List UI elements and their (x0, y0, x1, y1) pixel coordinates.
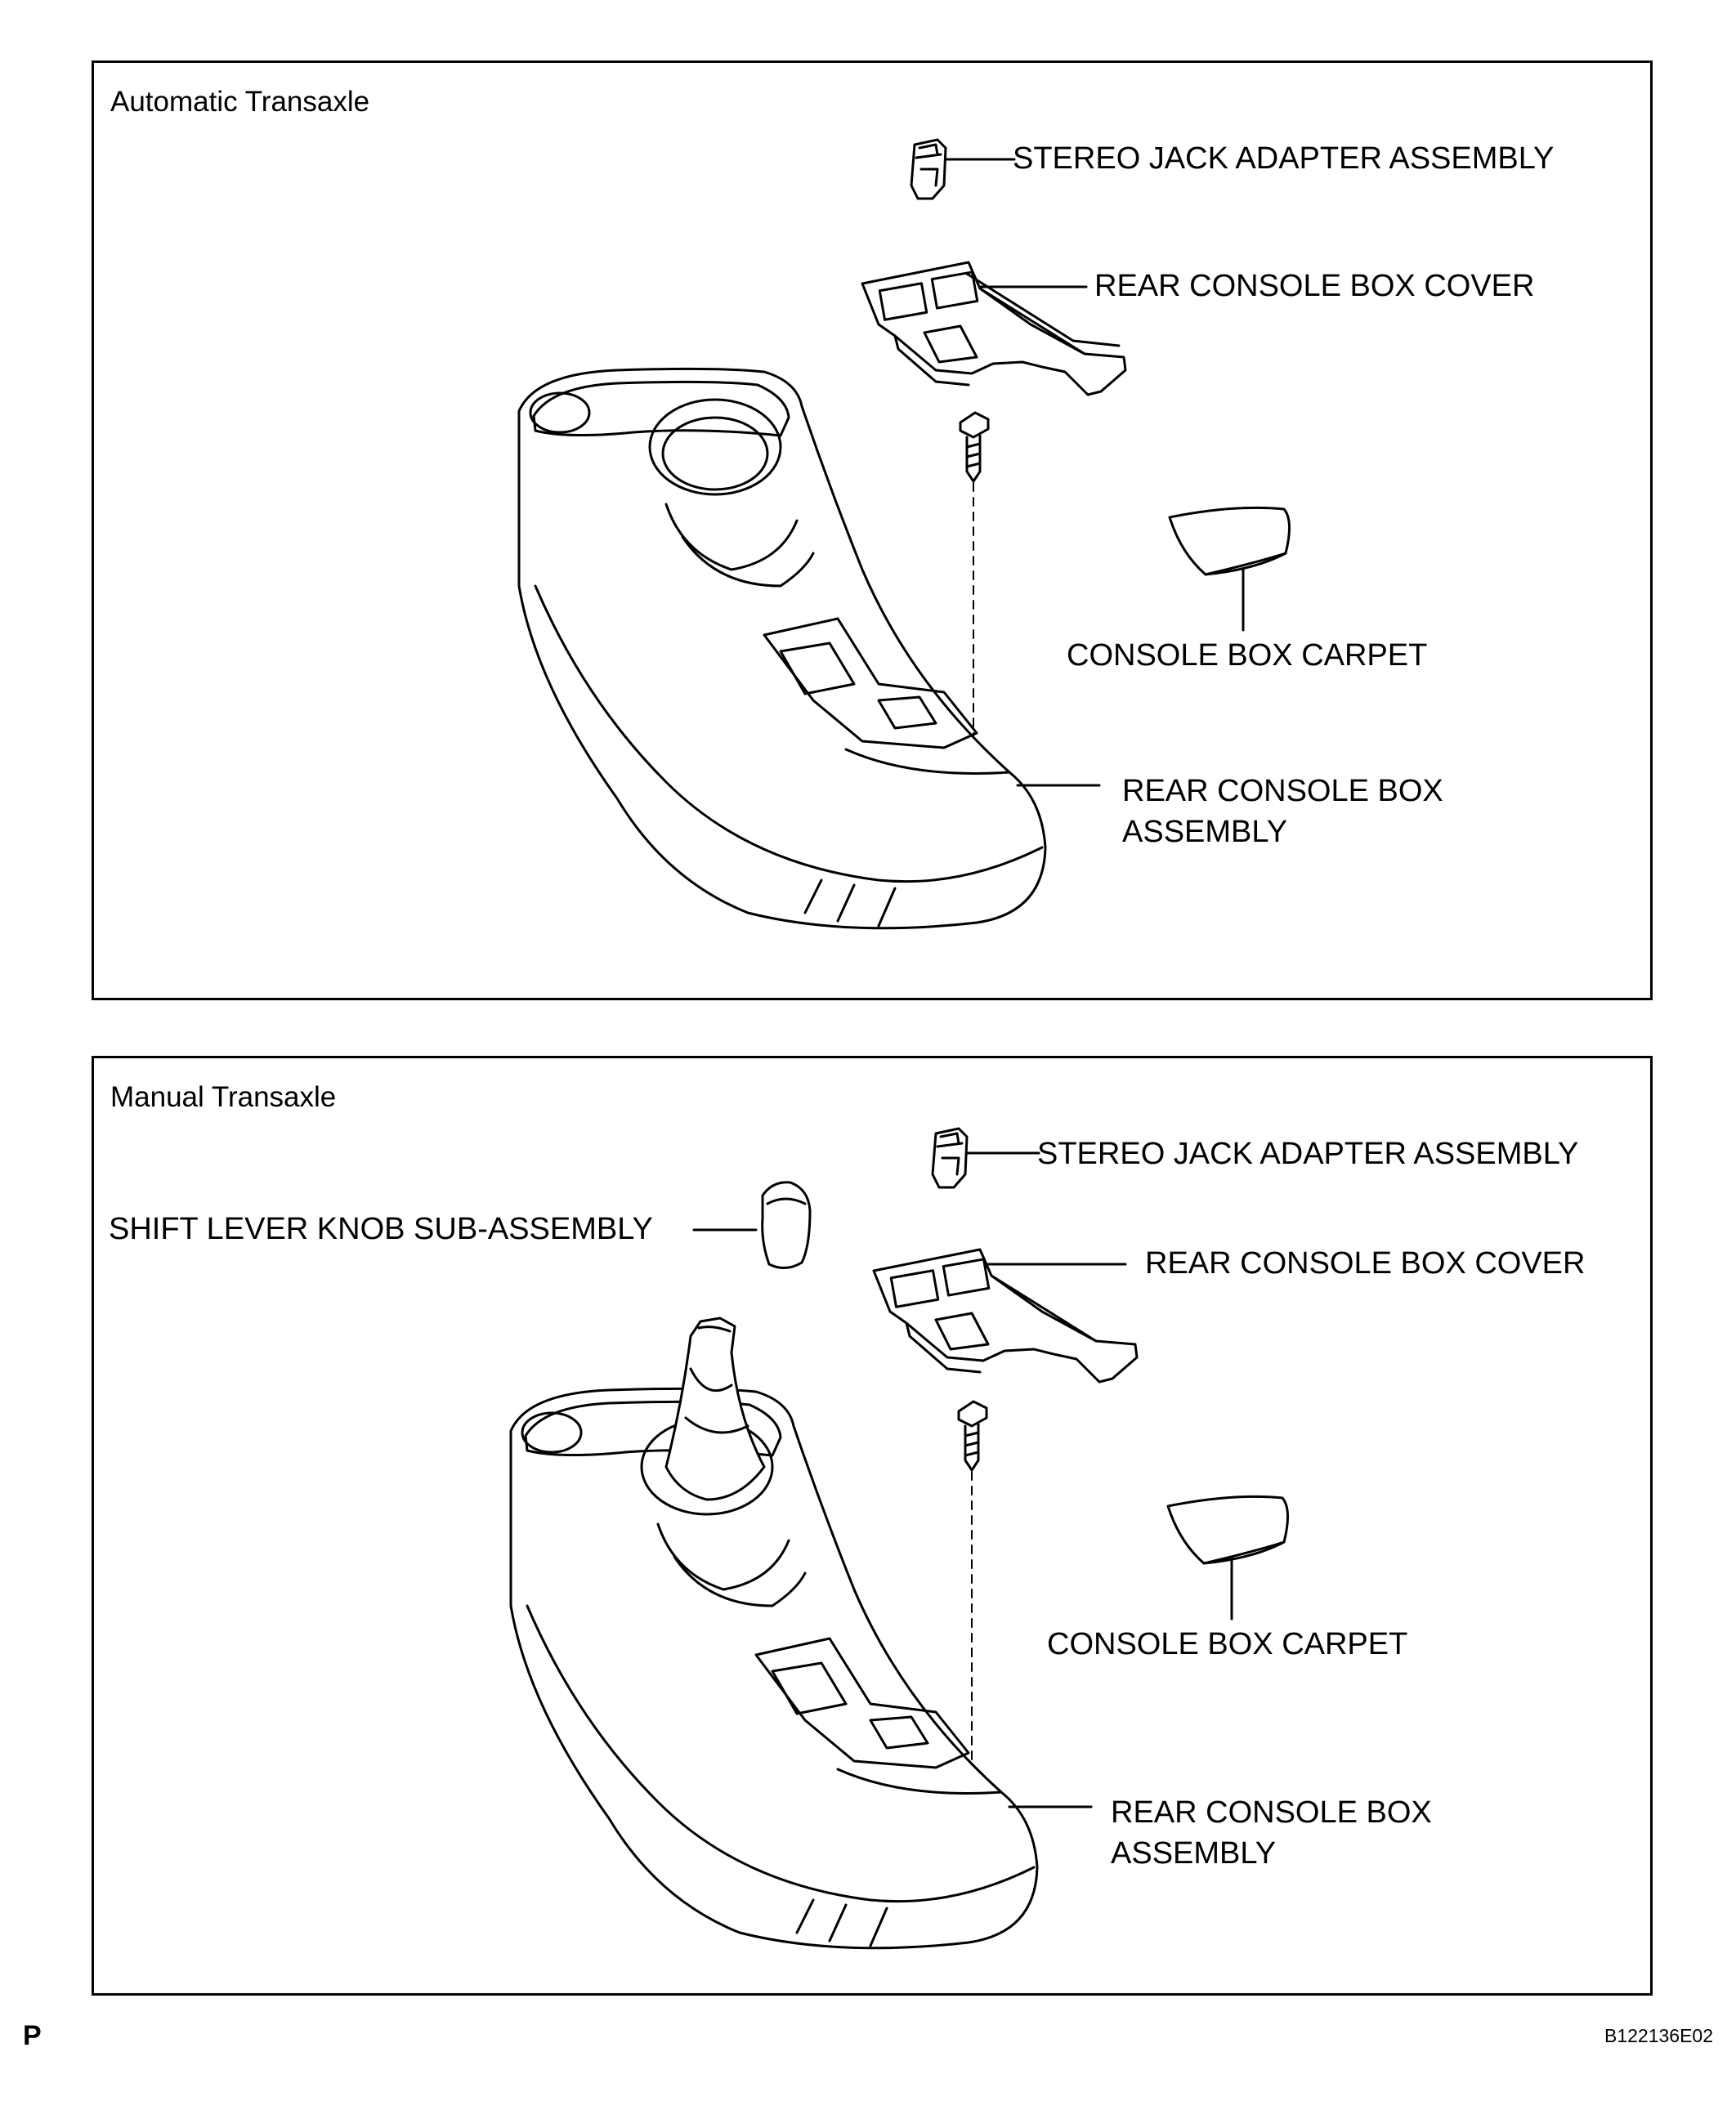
cover-part (861, 261, 1127, 396)
cover-part (872, 1248, 1139, 1384)
stereo-jack-part (931, 1127, 1040, 1189)
diagram-panel-manual: Manual Transaxle STEREO JACK ADAPTER ASS… (92, 1056, 1653, 1996)
console-box-part (517, 367, 1101, 930)
label-stereo-jack-automatic: STEREO JACK ADAPTER ASSEMBLY (1013, 141, 1555, 176)
label-carpet-manual: CONSOLE BOX CARPET (1047, 1627, 1408, 1661)
stereo-jack-part (910, 138, 1016, 200)
screw-part (957, 1400, 988, 1795)
footer-figure-code: B122136E02 (1604, 2025, 1713, 2046)
label-console-box-line2-automatic: ASSEMBLY (1122, 815, 1288, 849)
shift-knob-part (692, 1181, 812, 1269)
panel-title-manual: Manual Transaxle (110, 1081, 337, 1113)
label-shift-knob-manual: SHIFT LEVER KNOB SUB-ASSEMBLY (109, 1212, 653, 1246)
screw-part (959, 411, 990, 799)
label-cover-manual: REAR CONSOLE BOX COVER (1145, 1246, 1586, 1281)
carpet-part (1166, 1495, 1289, 1621)
label-cover-automatic: REAR CONSOLE BOX COVER (1094, 269, 1535, 303)
label-stereo-jack-manual: STEREO JACK ADAPTER ASSEMBLY (1037, 1137, 1579, 1171)
manual-console-illustration (509, 1127, 1289, 1950)
label-console-box-line1-automatic: REAR CONSOLE BOX (1122, 774, 1443, 808)
diagram-panel-automatic: Automatic Transaxle STEREO JACK ADAPTER … (92, 60, 1653, 1000)
label-console-box-line1-manual: REAR CONSOLE BOX (1111, 1795, 1432, 1830)
automatic-console-illustration (517, 138, 1291, 930)
carpet-part (1168, 506, 1291, 632)
console-box-part (509, 1317, 1093, 1950)
footer-page-marker: P (23, 2020, 42, 2051)
label-carpet-automatic: CONSOLE BOX CARPET (1067, 638, 1428, 673)
label-console-box-line2-manual: ASSEMBLY (1111, 1836, 1277, 1871)
leader-cover (965, 272, 1121, 347)
panel-title-automatic: Automatic Transaxle (110, 86, 370, 118)
